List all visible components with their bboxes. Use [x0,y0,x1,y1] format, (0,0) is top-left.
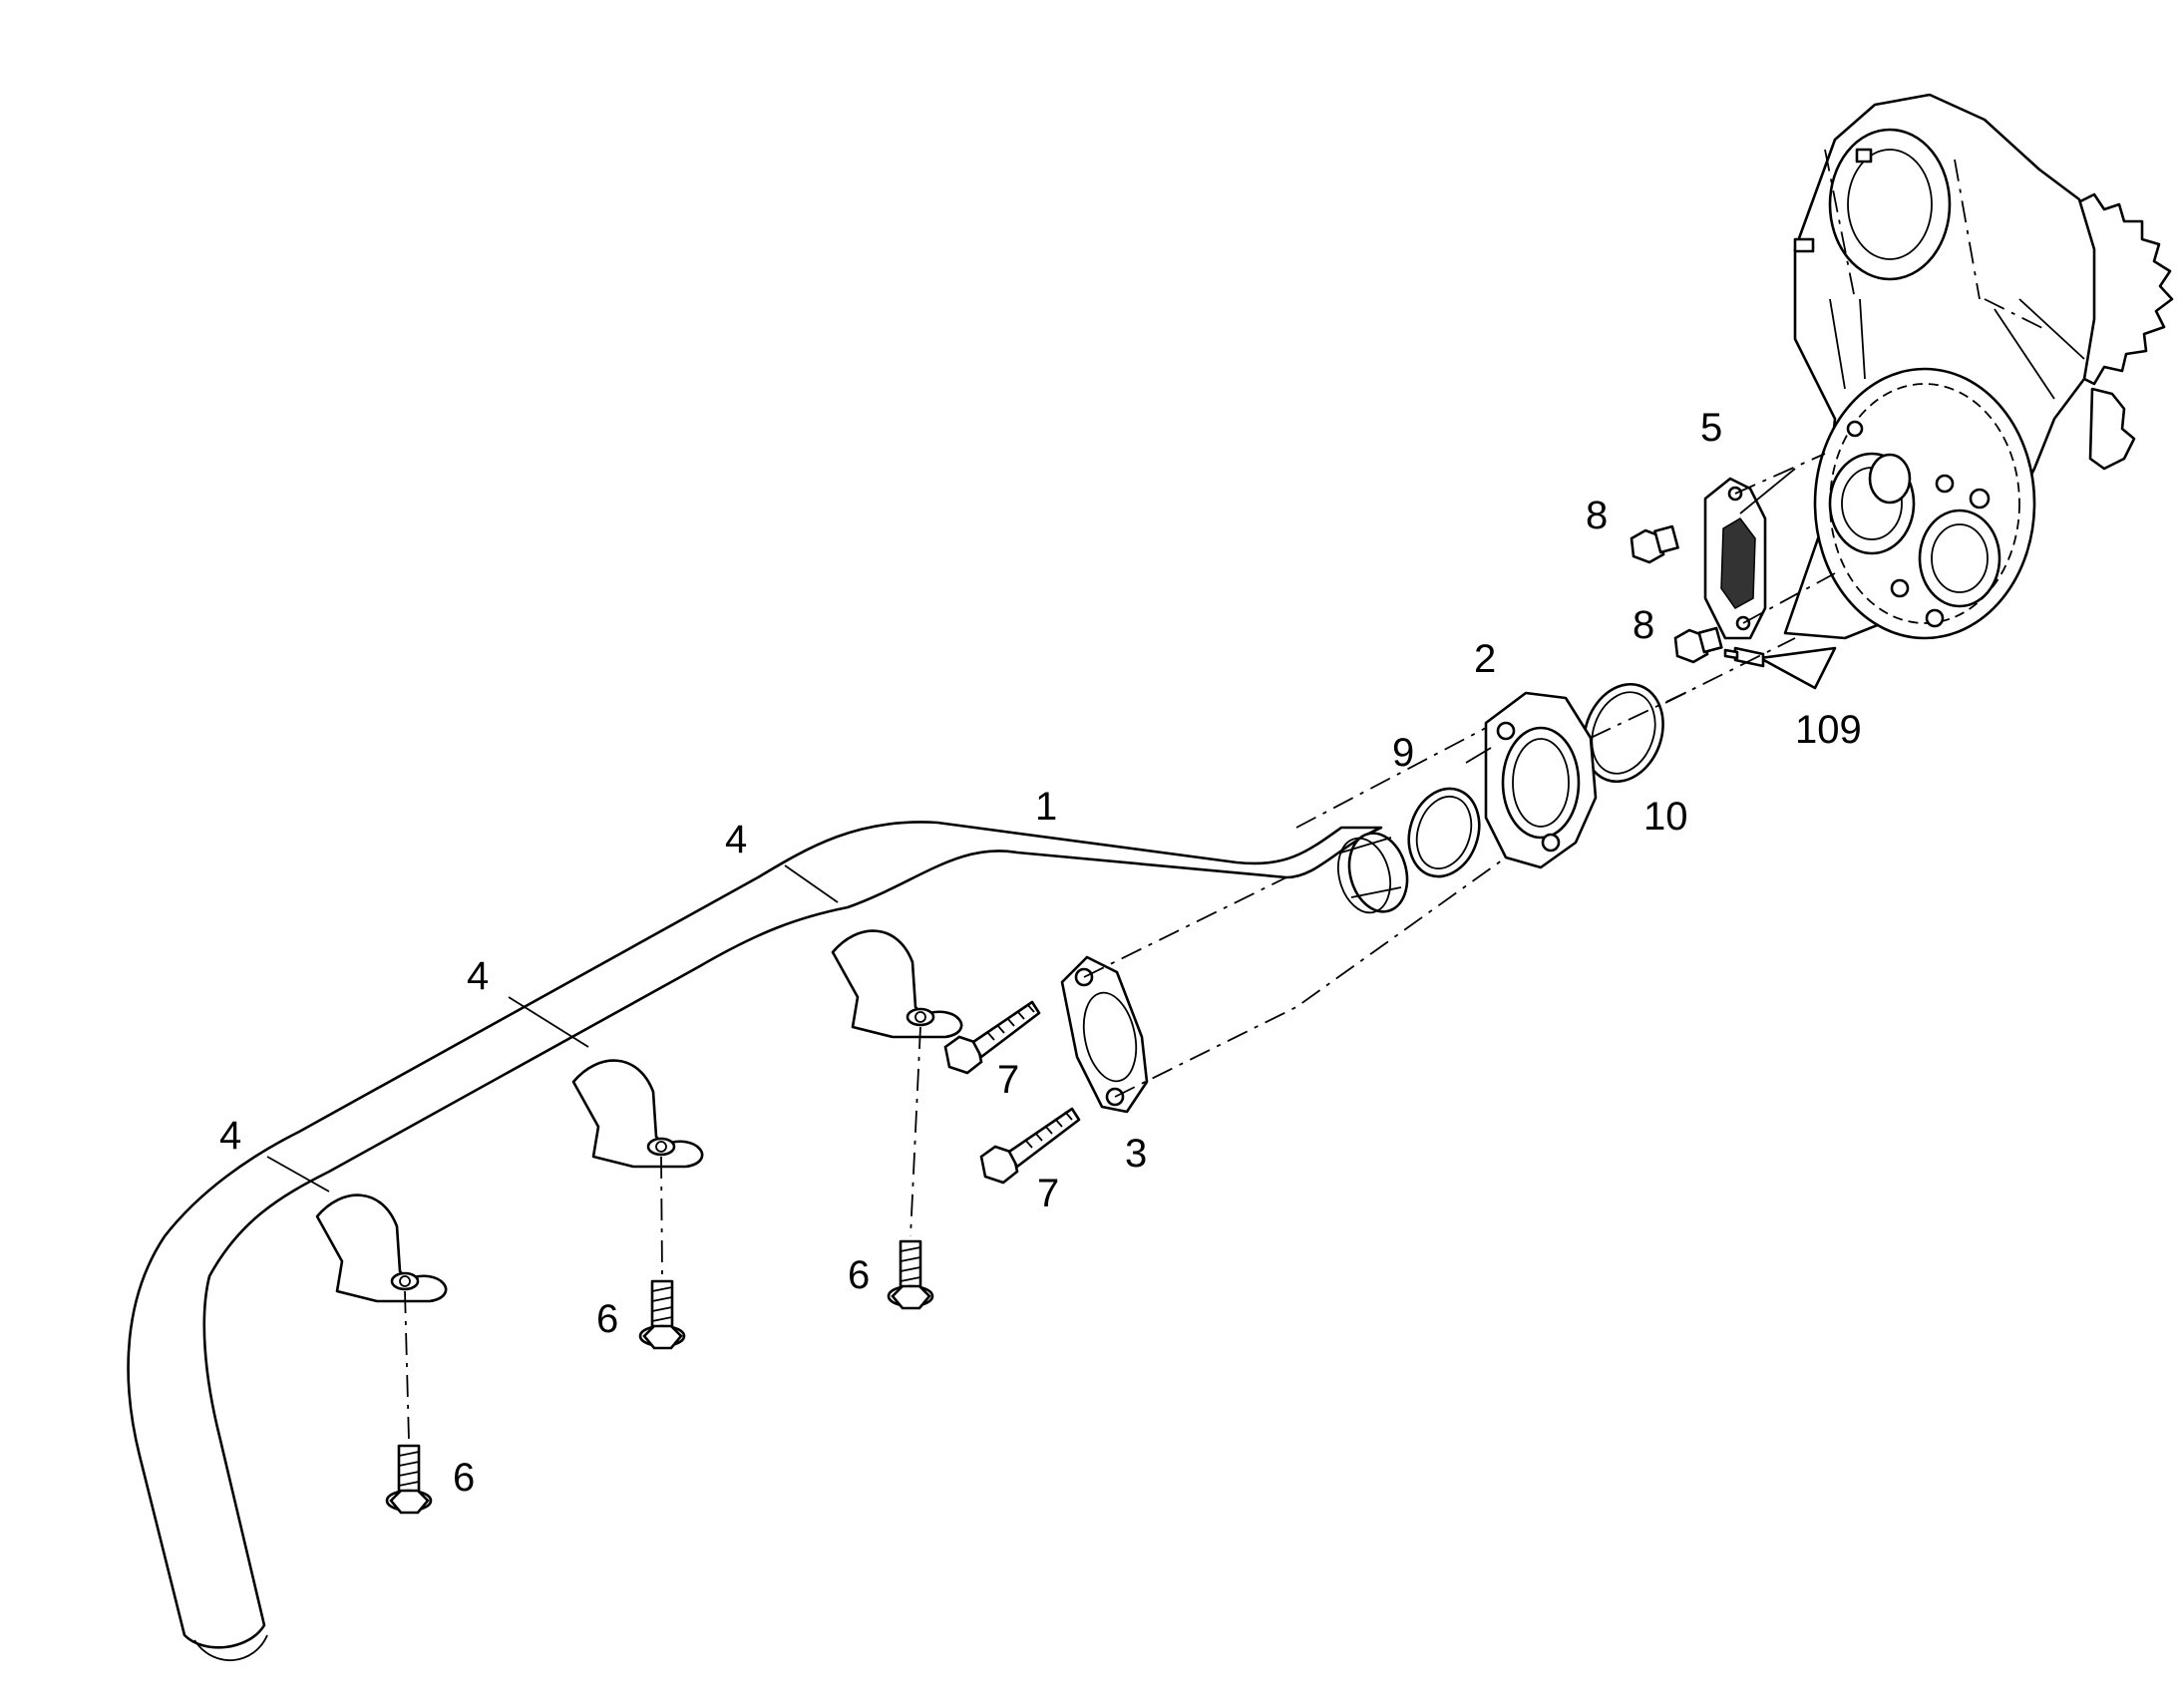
callout-bolt-flange-upper: 7 [997,1058,1019,1102]
callout-bolt-strainer-upper: 8 [1586,494,1608,537]
clamp-bolt-middle [638,1279,686,1350]
strainer-mesh [1720,517,1756,609]
o-ring-small [1407,787,1481,878]
suction-pipe [127,821,1409,1662]
callout-sealant: 109 [1795,708,1862,752]
assembly-lines [404,453,1836,1442]
flange-bolt-lower [979,1107,1081,1185]
callout-pipe: 1 [1035,785,1057,829]
strainer-bolt-lower [1673,626,1723,664]
callout-bolt-clamp-right: 6 [848,1253,870,1297]
callout-bolt-flange-lower: 7 [1037,1172,1059,1215]
callout-clamp-middle: 4 [467,954,489,998]
callout-bolt-clamp-left: 6 [453,1456,475,1500]
oil-pump-housing [1783,93,2174,640]
callout-labels: 1 2 3 4 4 4 5 6 6 6 7 7 8 8 9 10 109 [219,406,1862,1500]
clamp-middle [571,1059,704,1169]
callout-flange: 2 [1474,637,1496,681]
callout-bolt-clamp-middle: 6 [596,1297,618,1341]
clamp-bolt-right [887,1239,934,1310]
callout-bolt-strainer-lower: 8 [1633,603,1654,647]
strainer-plate [1703,477,1767,640]
leader-lines [266,468,1796,1193]
strainer-bolt-upper [1630,524,1679,564]
callout-clamp-left: 4 [219,1114,241,1158]
clamp-right [831,929,963,1039]
flange [1484,691,1598,869]
o-ring-large [1583,682,1664,784]
callout-clamp-right: 4 [725,818,747,861]
callout-o-ring-large: 10 [1643,795,1688,839]
callout-flange-gasket: 3 [1125,1132,1147,1176]
callout-o-ring-small: 9 [1392,731,1414,775]
sealant-tube [1723,646,1837,690]
flange-gasket [1060,955,1149,1114]
clamp-bolt-left [385,1444,433,1515]
clamp-left [315,1194,448,1303]
flange-bolt-upper [943,1000,1041,1075]
callout-strainer: 5 [1700,406,1722,450]
